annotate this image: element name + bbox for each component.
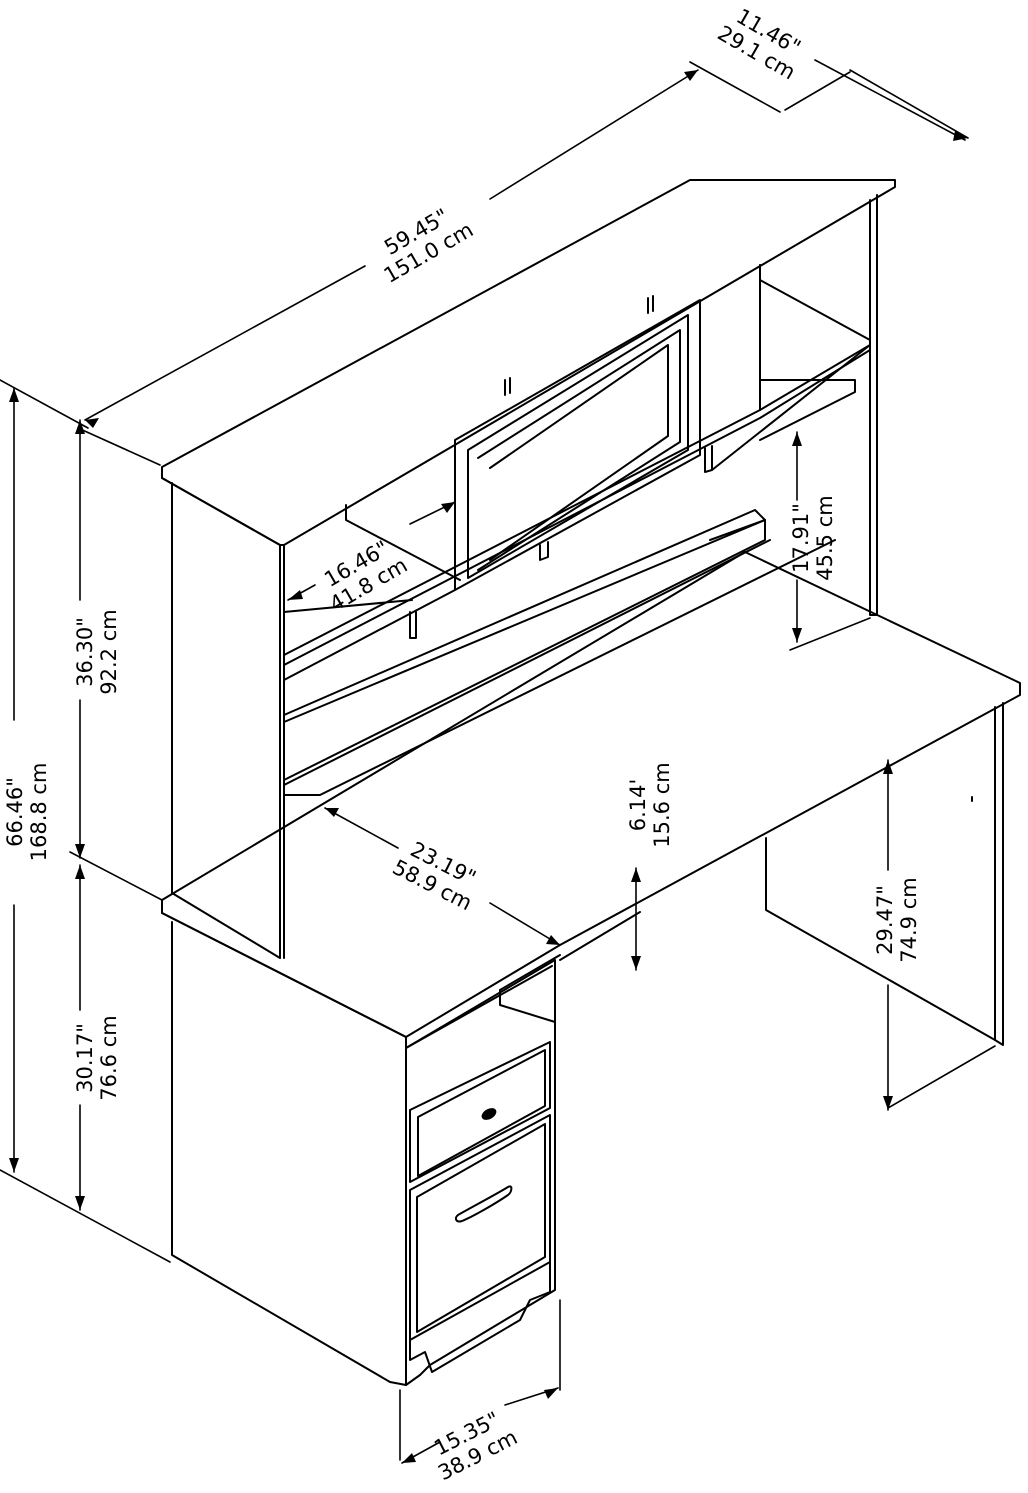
dim-hutch-depth: 11.46" 29.1 cm [714, 4, 805, 84]
dimension-lines [0, 59, 996, 1464]
dim-overall-height-in: 66.46" [3, 777, 27, 847]
dim-modesty-gap-in: 6.14' [626, 779, 650, 832]
hutch [161, 179, 896, 959]
desk-left-end [171, 921, 407, 1386]
dim-desk-height: 30.17" 76.6 cm [73, 1015, 121, 1100]
dim-knee-clearance-cm: 74.9 cm [897, 877, 921, 962]
dim-desk-height-in: 30.17" [73, 1023, 97, 1093]
dim-modesty-gap-cm: 15.6 cm [650, 762, 674, 847]
dim-overall-height: 66.46" 168.8 cm [3, 763, 51, 862]
dim-hutch-height-in: 36.30" [73, 617, 97, 687]
dim-hutch-height-cm: 92.2 cm [97, 609, 121, 694]
dim-hutch-opening-cm: 45.5 cm [813, 495, 837, 580]
dim-hutch-opening-in: 17.91" [789, 503, 813, 573]
dim-pedestal-width: 15.35" 38.9 cm [430, 1407, 521, 1485]
dim-overall-height-cm: 168.8 cm [27, 763, 51, 862]
dim-hutch-opening: 17.91" 45.5 cm [789, 495, 837, 580]
dim-overall-width: 59.45" 151.0 cm [380, 204, 478, 288]
dim-knee-clearance: 29.47" 74.9 cm [873, 877, 921, 962]
dim-knee-clearance-in: 29.47" [873, 885, 897, 955]
dimension-labels: 11.46" 29.1 cm 59.45" 151.0 cm 16.46" 41… [3, 4, 921, 1485]
modesty-panel [499, 911, 641, 991]
desk-top [161, 551, 1021, 1049]
pedestal [405, 959, 556, 1386]
dim-hutch-height: 36.30" 92.2 cm [73, 609, 121, 694]
desk-leg-panel [765, 702, 1004, 1046]
arrowheads [9, 70, 968, 1463]
dim-desk-depth: 23.19" 58.9 cm [389, 837, 480, 915]
dim-modesty-gap: 6.14' 15.6 cm [626, 762, 674, 847]
dim-desk-height-cm: 76.6 cm [97, 1015, 121, 1100]
desk-drawing [161, 179, 1021, 1386]
